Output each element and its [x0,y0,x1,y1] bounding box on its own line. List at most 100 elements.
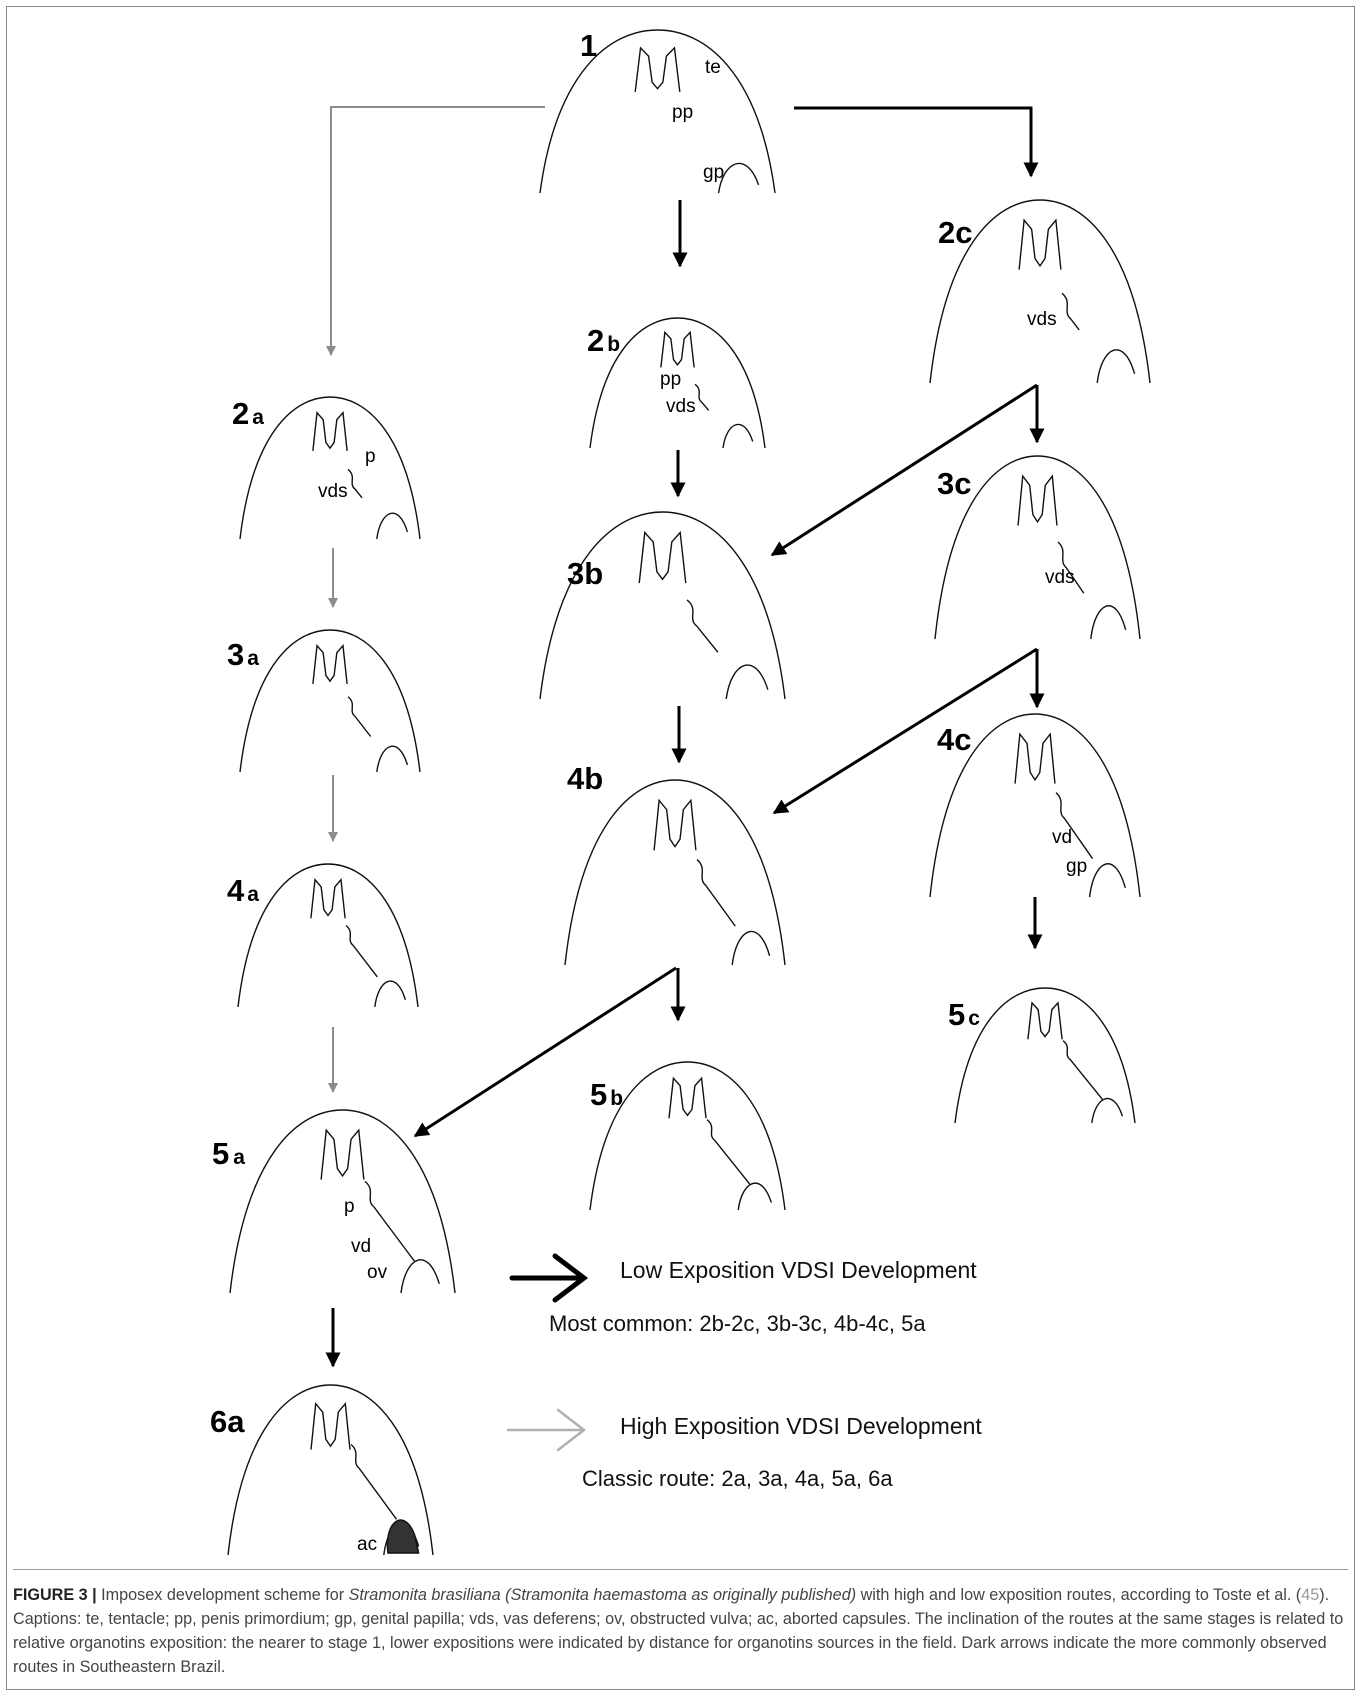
shell-outline [954,987,1136,1124]
shell-outline [227,1384,434,1556]
stage-label-4c: 4c [937,722,971,757]
genital-papilla [737,1182,773,1211]
genital-papilla [725,664,769,700]
arrow-1-to-2c [794,106,1039,178]
aborted-capsules [386,1519,420,1554]
genital-papilla [1088,863,1126,898]
tentacles-icon [1014,732,1056,784]
shell-outline [589,1061,786,1211]
legend: Low Exposition VDSI Development Most com… [506,1253,982,1491]
figure-frame [6,6,1355,1690]
shell-1 [539,29,776,194]
arrow-1-to-2a [326,106,545,356]
part-vds-2a: vds [318,481,348,502]
arrow-2c-to-3b [770,383,1038,557]
genital-papilla [722,423,754,449]
shell-4a [237,863,419,1008]
part-vds-2b: vds [666,396,696,417]
tentacles-icon [1017,474,1058,526]
vas-deferens [1057,541,1085,594]
part-vds-3c: vds [1045,567,1075,588]
legend-high-title: High Exposition VDSI Development [620,1413,982,1439]
legend-high-arrow [506,1408,587,1452]
vas-deferens [694,383,710,411]
shell-2b [589,317,766,449]
shell-outline [539,511,786,700]
stage-label-1: 1 [580,28,597,63]
stage-label-4b: 4b [567,761,603,796]
part-gp-4c: gp [1066,856,1087,877]
part-vds-2c: vds [1027,309,1057,330]
tentacles-icon [660,330,695,368]
vas-deferens [1062,1040,1104,1101]
tentacles-icon [312,643,348,685]
vas-deferens [364,1180,416,1263]
genital-papilla [1091,1097,1124,1124]
part-ov-5a: ov [367,1262,388,1283]
shell-6a [227,1384,434,1556]
stage-label-6a: 6a [210,1404,245,1439]
caption-species: Stramonita brasiliana (Stramonita haemas… [348,1586,857,1604]
part-p-5a: p [344,1196,355,1217]
shell-outline [929,199,1151,384]
shell-4b [564,779,786,966]
genital-papilla [731,930,771,966]
shell-3b [539,511,786,700]
shell-2c [929,199,1151,384]
part-vd-5a: vd [351,1236,371,1257]
genital-papilla [376,512,409,540]
vas-deferens [706,1119,751,1186]
shell-outline [589,317,766,449]
legend-low-arrow [509,1253,589,1303]
part-pp-2b: pp [660,369,681,390]
shell-outline [239,396,421,540]
genital-papilla [717,162,760,194]
part-vd-4c: vd [1052,827,1072,848]
high-route-arrows [326,106,545,1093]
part-gp: gp [703,162,724,183]
shell-outline [564,779,786,966]
tentacles-icon [668,1076,707,1119]
low-route-arrows [325,106,1045,1368]
vas-deferens [686,599,719,653]
shell-5c [954,987,1136,1124]
legend-low-title: Low Exposition VDSI Development [620,1257,977,1283]
caption-text-1: Imposex development scheme for [96,1586,349,1604]
shell-outline [239,629,421,773]
part-te: te [705,57,721,78]
shell-4c [929,713,1141,898]
legend-low-sub: Most common: 2b-2c, 3b-3c, 4b-4c, 5a [549,1311,926,1336]
shell-5b [589,1061,786,1211]
tentacles-icon [320,1128,365,1180]
stage-label-2c: 2c [938,215,972,250]
tentacles-icon [310,1401,351,1450]
genital-papilla [1090,605,1127,640]
shell-outline [237,863,419,1008]
tentacles-icon [638,530,687,584]
shell-5a [229,1109,456,1294]
shell-3a [239,629,421,773]
part-labels: te pp gp p vds pp vds vds vds vd gp p vd… [318,57,1087,1555]
vas-deferens [350,1443,398,1520]
shell-outline [929,713,1141,898]
tentacles-icon [310,878,346,919]
part-pp: pp [672,102,693,123]
vas-deferens [696,859,736,927]
shell-2a [239,396,421,540]
arrow-4b-to-5a [413,966,677,1138]
stage-label-3b: 3b [567,556,603,591]
arrow-3c-to-4b [772,647,1038,815]
stage-shells [227,29,1151,1556]
genital-papilla [374,980,407,1008]
tentacles-icon [312,410,348,452]
shell-outline [229,1109,456,1294]
vas-deferens [1061,292,1080,331]
caption-reference[interactable]: 45 [1301,1586,1320,1604]
